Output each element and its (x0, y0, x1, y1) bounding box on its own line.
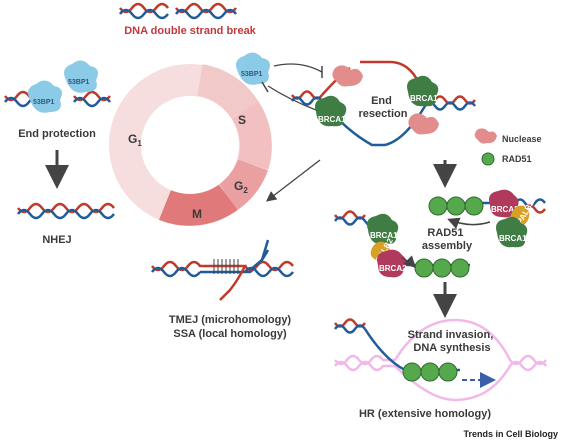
cell-cycle-ring (109, 64, 272, 226)
protein-brca1-top: BRCA1 (496, 216, 528, 248)
nhej-dna (17, 202, 115, 220)
label-tmej: TMEJ (microhomology) (169, 314, 292, 326)
protein-brca1-bottom: BRCA1 (367, 213, 399, 245)
svg-text:BRCA1: BRCA1 (318, 115, 346, 124)
curve-arrow-bottom (401, 255, 417, 269)
rad51-filament-hr (402, 362, 458, 382)
label-rad51-assembly: RAD51 assembly (422, 227, 473, 252)
label-end-protection: End protection (18, 128, 96, 140)
inhibit-line-brca1 (267, 85, 317, 111)
svg-text:BRCA2: BRCA2 (379, 264, 407, 273)
svg-text:Nuclease: Nuclease (502, 134, 542, 144)
label-nhej: NHEJ (42, 234, 71, 246)
inhibit-line-53bp1 (273, 63, 323, 73)
dsb-dna (119, 2, 237, 20)
svg-text:53BP1: 53BP1 (33, 99, 55, 106)
nuclease-bottom (408, 113, 439, 135)
legend-nuclease: Nuclease (474, 128, 542, 144)
phase-m: M (192, 207, 202, 221)
rad51-filament-top (428, 196, 484, 216)
svg-text:BRCA1: BRCA1 (410, 94, 438, 103)
protein-brca1-resection-right: BRCA1 (407, 75, 439, 107)
protein-53bp1-left: 53BP1 (28, 80, 62, 113)
svg-text:RAD51: RAD51 (502, 154, 532, 164)
label-end-resection: End resection (359, 95, 408, 120)
phase-g2: G2 (234, 179, 248, 195)
protein-53bp1-center: 53BP1 (236, 52, 270, 85)
label-ssa: SSA (local homology) (173, 328, 287, 340)
protein-53bp1-right: 53BP1 (64, 60, 98, 93)
svg-text:BRCA1: BRCA1 (370, 231, 398, 240)
label-hr: HR (extensive homology) (359, 408, 491, 420)
protein-brca2-bottom: BRCA2 (377, 249, 407, 278)
rad51-filament-bottom (414, 258, 470, 278)
svg-text:BRCA1: BRCA1 (499, 234, 527, 243)
figure-title: DNA double strand break (124, 25, 256, 37)
phase-g1: G1 (128, 132, 142, 148)
nuclease-top (332, 65, 363, 87)
curve-arrow-top (447, 217, 491, 229)
protein-brca2-top: BRCA2 (489, 189, 519, 218)
tmej-dna (151, 239, 294, 301)
credit: Trends in Cell Biology (463, 429, 558, 439)
protein-brca1-resection-left: BRCA1 (315, 95, 347, 127)
phase-s: S (238, 113, 246, 127)
arrow-to-tmej (265, 159, 321, 202)
hr-template-bubble (334, 318, 547, 402)
label-strand-invasion: Strand invasion, DNA synthesis (408, 329, 497, 354)
svg-text:BRCA2: BRCA2 (491, 205, 519, 214)
legend-rad51: RAD51 (481, 152, 532, 166)
svg-text:53BP1: 53BP1 (241, 71, 263, 78)
svg-text:53BP1: 53BP1 (68, 79, 90, 86)
